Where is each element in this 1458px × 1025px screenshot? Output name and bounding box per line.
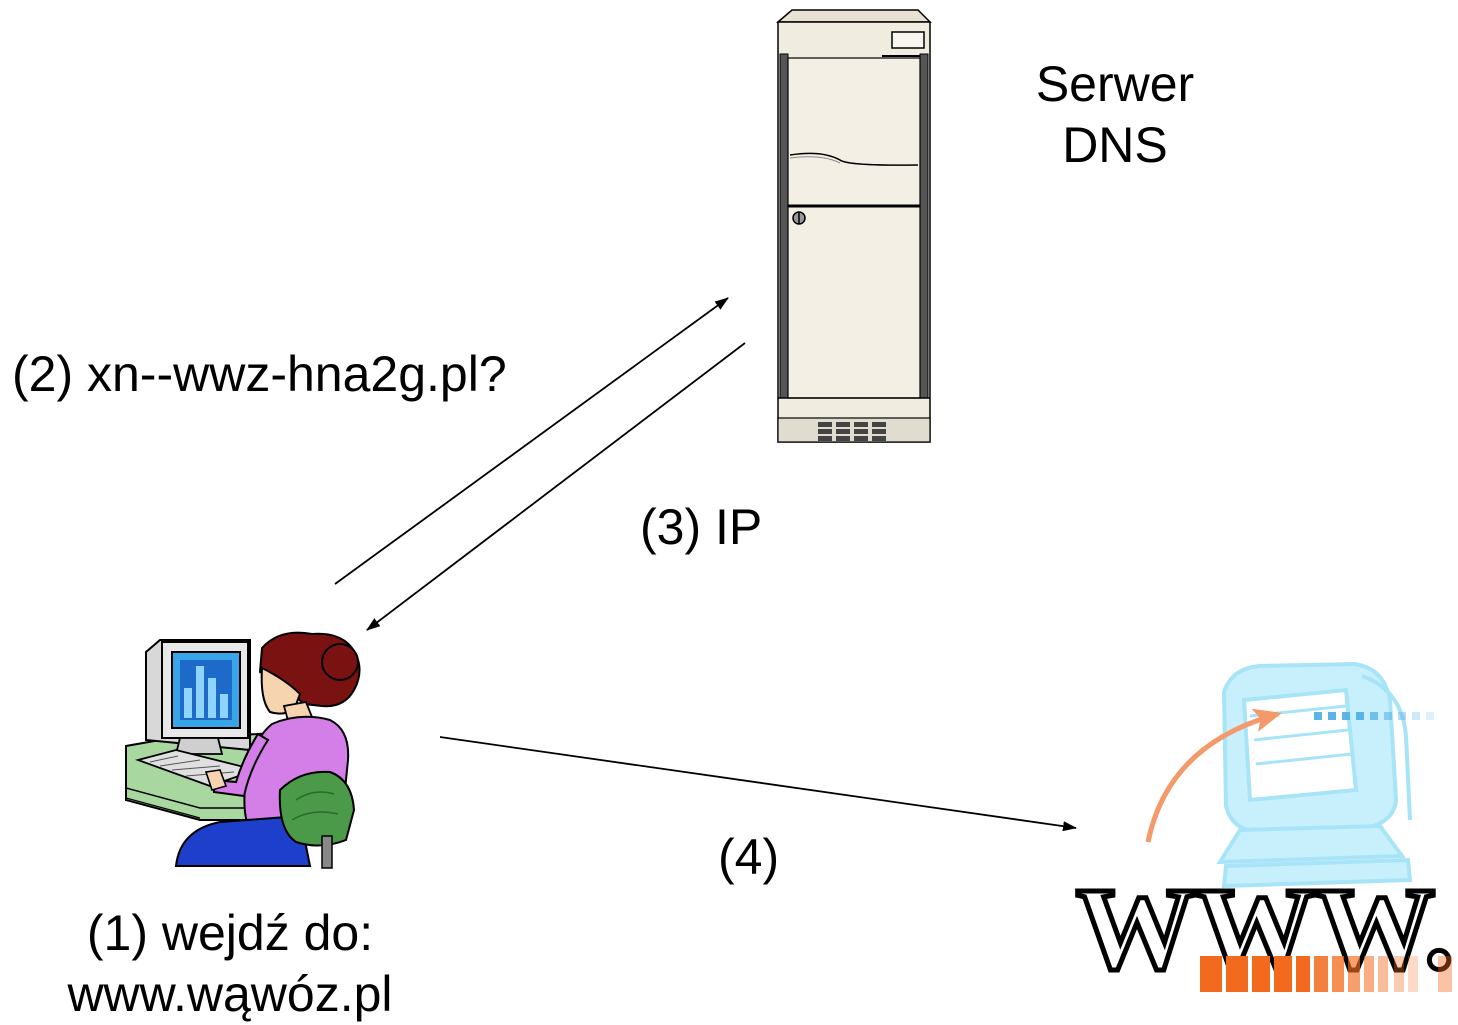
response-arrow: [366, 342, 746, 631]
web-monitor-icon: [1145, 661, 1434, 889]
dns-server-label-line1: Serwer: [1035, 56, 1195, 112]
dns-server-label: Serwer DNS: [1020, 54, 1210, 176]
dns-server-label-line2: DNS: [1062, 117, 1168, 173]
response-step-label: (3) IP: [640, 499, 763, 555]
query-step-label: (2) xn--wwz-hna2g.pl?: [12, 346, 507, 402]
user-step-label: (1) wejdź do: www.wąwóz.pl: [30, 903, 430, 1025]
www-logo-text: WWW.: [1076, 863, 1454, 994]
user-step-label-line2: www.wąwóz.pl: [67, 966, 393, 1022]
web-orange-bars: [1200, 956, 1452, 992]
user-step-label-line1: (1) wejdź do:: [86, 905, 374, 961]
user-at-computer-icon: [125, 631, 361, 869]
connect-arrow: [439, 736, 1077, 832]
query-arrow: [334, 297, 729, 585]
connect-step-label: (4): [718, 829, 780, 885]
dns-server-icon: [775, 9, 932, 443]
